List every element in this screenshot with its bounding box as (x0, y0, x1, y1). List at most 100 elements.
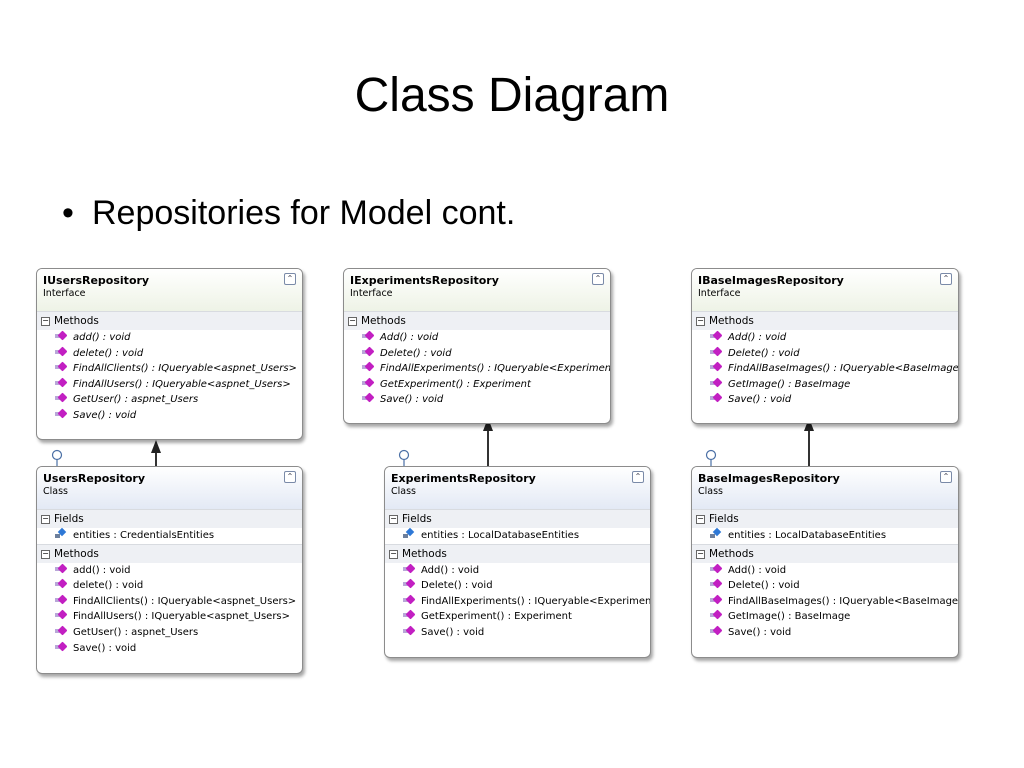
class-header: ExperimentsRepository Class ⌃ (385, 467, 650, 509)
method-icon (710, 611, 722, 620)
method-signature: FindAllExperiments() : IQueryable<Experi… (380, 363, 611, 375)
class-box-iusersrepository[interactable]: IUsersRepository Interface ⌃ −Methods ad… (36, 268, 303, 440)
class-box-experimentsrepository[interactable]: ExperimentsRepository Class ⌃ −Fields en… (384, 466, 651, 658)
method-signature: FindAllClients() : IQueryable<aspnet_Use… (73, 363, 297, 375)
method-row[interactable]: Delete() : void (344, 346, 610, 362)
fields-section-header[interactable]: −Fields (692, 509, 958, 528)
method-row[interactable]: Delete() : void (692, 346, 958, 362)
chevron-up-icon[interactable]: ⌃ (940, 273, 952, 285)
class-box-usersrepository[interactable]: UsersRepository Class ⌃ −Fields entities… (36, 466, 303, 674)
class-name: IBaseImagesRepository (698, 274, 844, 287)
method-signature: GetImage() : BaseImage (728, 611, 851, 623)
method-row[interactable]: Add() : void (692, 330, 958, 346)
field-icon (403, 529, 415, 539)
method-icon (710, 348, 722, 357)
method-row[interactable]: FindAllBaseImages() : IQueryable<BaseIma… (692, 361, 958, 377)
methods-section-header[interactable]: −Methods (37, 311, 302, 330)
method-row[interactable]: Save() : void (692, 392, 958, 408)
class-box-iexperimentsrepository[interactable]: IExperimentsRepository Interface ⌃ −Meth… (343, 268, 611, 424)
method-row[interactable]: FindAllBaseImages() : IQueryable<BaseIma… (692, 594, 958, 610)
method-icon (710, 332, 722, 341)
collapse-minus-icon[interactable]: − (696, 316, 705, 326)
methods-section-header[interactable]: −Methods (692, 543, 958, 563)
collapse-minus-icon[interactable]: − (696, 548, 705, 559)
methods-section-header[interactable]: −Methods (344, 311, 610, 330)
method-icon (55, 611, 67, 620)
method-signature: Save() : void (73, 409, 137, 421)
field-icon (710, 529, 722, 539)
method-icon (362, 363, 374, 372)
fields-section-header[interactable]: −Fields (37, 509, 302, 528)
section-label: Fields (402, 513, 432, 525)
method-signature: FindAllUsers() : IQueryable<aspnet_Users… (73, 378, 291, 390)
method-icon (55, 627, 67, 636)
methods-section-header[interactable]: −Methods (692, 311, 958, 330)
method-row[interactable]: Delete() : void (692, 578, 958, 594)
method-row[interactable]: GetUser() : aspnet_Users (37, 392, 302, 408)
method-row[interactable]: GetImage() : BaseImage (692, 377, 958, 393)
method-row[interactable]: add() : void (37, 563, 302, 579)
method-signature: Delete() : void (728, 580, 800, 592)
method-icon (710, 627, 722, 636)
method-icon (55, 580, 67, 589)
method-signature: FindAllUsers() : IQueryable<aspnet_Users… (73, 611, 291, 623)
method-icon (710, 565, 722, 574)
collapse-minus-icon[interactable]: − (696, 514, 705, 524)
methods-section-header[interactable]: −Methods (37, 543, 302, 563)
method-row[interactable]: FindAllExperiments() : IQueryable<Experi… (385, 594, 650, 610)
method-signature: GetUser() : aspnet_Users (73, 626, 199, 638)
bullet-dot-icon: • (62, 194, 74, 232)
method-signature: delete() : void (73, 580, 144, 592)
method-icon (403, 565, 415, 574)
collapse-minus-icon[interactable]: − (389, 548, 398, 559)
method-row[interactable]: add() : void (37, 330, 302, 346)
chevron-up-icon[interactable]: ⌃ (632, 471, 644, 483)
fields-section-header[interactable]: −Fields (385, 509, 650, 528)
method-row[interactable]: Delete() : void (385, 578, 650, 594)
method-row[interactable]: FindAllUsers() : IQueryable<aspnet_Users… (37, 609, 302, 625)
method-row[interactable]: Save() : void (692, 625, 958, 641)
method-row[interactable]: FindAllClients() : IQueryable<aspnet_Use… (37, 594, 302, 610)
method-signature: Save() : void (421, 626, 485, 638)
collapse-minus-icon[interactable]: − (41, 548, 50, 559)
method-row[interactable]: GetImage() : BaseImage (692, 609, 958, 625)
method-row[interactable]: FindAllExperiments() : IQueryable<Experi… (344, 361, 610, 377)
chevron-up-icon[interactable]: ⌃ (940, 471, 952, 483)
method-row[interactable]: delete() : void (37, 578, 302, 594)
method-row[interactable]: GetExperiment() : Experiment (385, 609, 650, 625)
class-box-baseimagesrepository[interactable]: BaseImagesRepository Class ⌃ −Fields ent… (691, 466, 959, 658)
method-row[interactable]: Save() : void (385, 625, 650, 641)
method-row[interactable]: Save() : void (344, 392, 610, 408)
class-box-ibaseimagesrepository[interactable]: IBaseImagesRepository Interface ⌃ −Metho… (691, 268, 959, 424)
method-icon (362, 332, 374, 341)
collapse-minus-icon[interactable]: − (348, 316, 357, 326)
section-label: Fields (709, 513, 739, 525)
class-kind: Class (391, 486, 416, 497)
field-row[interactable]: entities : LocalDatabaseEntities (385, 528, 650, 544)
collapse-minus-icon[interactable]: − (41, 316, 50, 326)
field-row[interactable]: entities : CredentialsEntities (37, 528, 302, 544)
methods-section-header[interactable]: −Methods (385, 543, 650, 563)
field-row[interactable]: entities : LocalDatabaseEntities (692, 528, 958, 544)
collapse-minus-icon[interactable]: − (389, 514, 398, 524)
method-row[interactable]: Add() : void (344, 330, 610, 346)
chevron-up-icon[interactable]: ⌃ (592, 273, 604, 285)
class-kind: Class (698, 486, 723, 497)
method-row[interactable]: FindAllUsers() : IQueryable<aspnet_Users… (37, 377, 302, 393)
collapse-minus-icon[interactable]: − (41, 514, 50, 524)
method-row[interactable]: Save() : void (37, 641, 302, 657)
chevron-up-icon[interactable]: ⌃ (284, 471, 296, 483)
method-signature: GetExperiment() : Experiment (421, 611, 572, 623)
method-row[interactable]: GetUser() : aspnet_Users (37, 625, 302, 641)
method-row[interactable]: Save() : void (37, 408, 302, 424)
method-row[interactable]: delete() : void (37, 346, 302, 362)
method-row[interactable]: GetExperiment() : Experiment (344, 377, 610, 393)
chevron-up-icon[interactable]: ⌃ (284, 273, 296, 285)
method-icon (403, 596, 415, 605)
method-signature: FindAllBaseImages() : IQueryable<BaseIma… (728, 363, 959, 375)
method-row[interactable]: Add() : void (385, 563, 650, 579)
method-row[interactable]: Add() : void (692, 563, 958, 579)
method-row[interactable]: FindAllClients() : IQueryable<aspnet_Use… (37, 361, 302, 377)
realization-arrowhead-experiments (483, 418, 493, 431)
